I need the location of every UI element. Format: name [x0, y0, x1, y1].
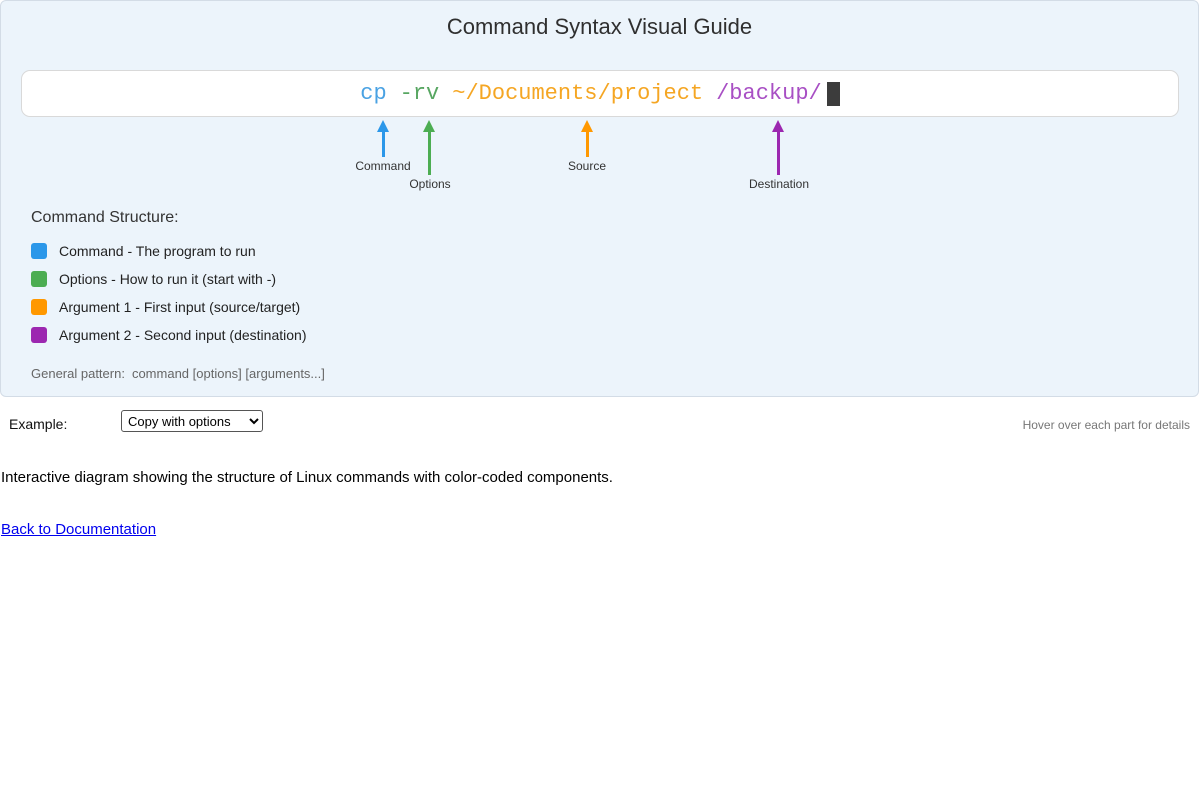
general-pattern-label: General pattern:	[31, 366, 125, 381]
legend: Command Structure: Command - The program…	[31, 209, 306, 355]
argument2-color-swatch	[31, 327, 47, 343]
legend-item-options: Options - How to run it (start with -)	[31, 271, 306, 287]
command-arrow-label: Command	[355, 159, 411, 173]
command-arrow	[377, 120, 389, 157]
legend-item-argument2: Argument 2 - Second input (destination)	[31, 327, 306, 343]
legend-item-argument1: Argument 1 - First input (source/target)	[31, 299, 306, 315]
argument1-color-swatch	[31, 299, 47, 315]
arrow-up-icon	[581, 120, 593, 132]
hover-hint: Hover over each part for details	[1022, 418, 1190, 432]
example-select[interactable]: Copy with options	[121, 410, 263, 432]
command-token-options[interactable]: -rv	[399, 81, 440, 106]
destination-arrow	[772, 120, 784, 175]
text-cursor	[826, 81, 840, 106]
arrow-up-icon	[377, 120, 389, 132]
page-caption: Interactive diagram showing the structur…	[1, 469, 613, 486]
arrow-up-icon	[423, 120, 435, 132]
back-to-documentation-link[interactable]: Back to Documentation	[1, 521, 157, 538]
arrow-up-icon	[772, 120, 784, 132]
source-arrow-label: Source	[567, 159, 607, 173]
destination-arrow-label: Destination	[748, 177, 810, 191]
legend-item-label: Argument 1 - First input (source/target)	[59, 299, 301, 315]
command-color-swatch	[31, 243, 47, 259]
source-arrow	[581, 120, 593, 157]
command-token-source[interactable]: ~/Documents/project	[452, 81, 704, 106]
legend-item-label: Argument 2 - Second input (destination)	[59, 327, 307, 343]
example-label: Example:	[9, 416, 68, 432]
page-title: Command Syntax Visual Guide	[446, 14, 753, 39]
general-pattern: General pattern: command [options] [argum…	[31, 366, 325, 381]
legend-item-label: Command - The program to run	[59, 243, 256, 259]
command-token-command[interactable]: cp	[360, 81, 387, 106]
general-pattern-value: command [options] [arguments...]	[131, 366, 325, 381]
legend-item-command: Command - The program to run	[31, 243, 306, 259]
options-arrow-label: Options	[409, 177, 451, 191]
legend-item-label: Options - How to run it (start with -)	[59, 271, 277, 287]
legend-heading: Command Structure:	[31, 209, 179, 226]
options-color-swatch	[31, 271, 47, 287]
options-arrow	[423, 120, 435, 175]
diagram-panel: Command Syntax Visual Guide cp -rv ~/Doc…	[0, 0, 1199, 397]
command-token-destination[interactable]: /backup/	[716, 81, 822, 106]
command-display: cp -rv ~/Documents/project /backup/	[21, 70, 1179, 117]
